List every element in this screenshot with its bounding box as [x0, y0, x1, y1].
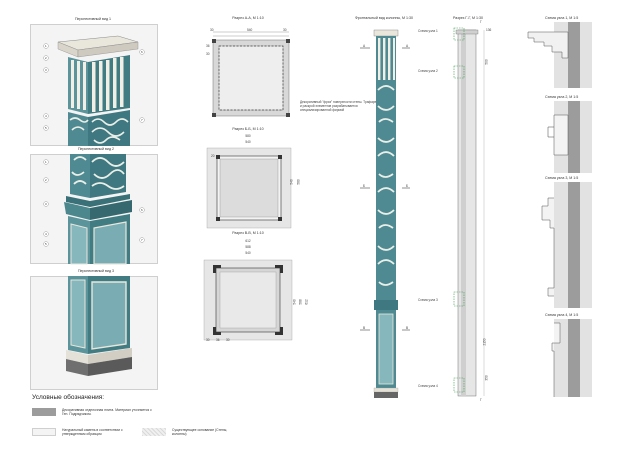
section-aa-dim-mid: 540: [247, 28, 253, 32]
side-node-1-label: Схема узла 1: [418, 29, 438, 33]
column-front-drawing: [360, 29, 410, 398]
side-view-drawing: [453, 27, 485, 397]
column-sec-a-left: А: [363, 44, 366, 48]
column-sec-v-right: В: [406, 326, 409, 330]
section-aa-dim-right: 30: [283, 28, 287, 32]
legend-swatch-slab: [32, 408, 56, 416]
section-vv-dim-bottom-1: 30: [206, 338, 210, 342]
legend-text-slab: Декоративная отделочная плита. Материал …: [62, 408, 152, 416]
persp-view-3-drawing: [66, 276, 132, 376]
callout-2: 2: [45, 56, 47, 60]
section-vv-drawing: [203, 259, 293, 341]
section-aa-note: Декоративный "фриз" поверхности стены. Т…: [300, 100, 378, 112]
section-bb-dim-top-1: 580: [245, 134, 251, 138]
side-dim-2: 500: [484, 59, 489, 65]
section-vv-dim-top-1: 612: [245, 239, 251, 243]
column-sec-v-left: В: [363, 326, 366, 330]
persp-view-1-title: Перспективный вид 1: [74, 17, 112, 21]
section-bb-title: Разрез Б-Б, М 1:10: [232, 127, 264, 131]
callout-6: 6: [141, 50, 143, 54]
section-aa-dim-side-1: 36: [206, 44, 210, 48]
side-sec-bottom: Г: [480, 398, 482, 402]
svg-text:2: 2: [45, 178, 47, 182]
svg-text:7: 7: [141, 238, 143, 242]
side-sec-top: Г: [480, 20, 482, 24]
side-dim-3: 2150: [482, 338, 487, 346]
callout-3: 3: [45, 68, 47, 72]
node-2-title: Схема узла 2, М 1:5: [545, 95, 579, 99]
side-dim-4: 350: [484, 375, 489, 381]
section-aa-title: Разрез А-А, М 1:10: [232, 16, 264, 20]
section-vv-dim-top-3: 540: [245, 251, 251, 255]
node-3-title: Схема узла 3, М 1:5: [545, 176, 579, 180]
side-view-title: Разрез Г-Г, М 1:30: [452, 16, 484, 20]
section-vv-dim-side-3: 612: [304, 299, 309, 305]
svg-text:5: 5: [45, 242, 47, 246]
svg-text:4: 4: [45, 232, 47, 236]
node-4-drawing: [551, 319, 592, 397]
legend-title: Условные обозначения:: [32, 394, 105, 401]
svg-text:6: 6: [141, 208, 143, 212]
section-bb-drawing: [206, 147, 292, 229]
section-bb-dim-top-2: 540: [245, 140, 251, 144]
section-aa-dim-left: 30: [210, 28, 214, 32]
column-sec-a-right: А: [406, 44, 409, 48]
section-aa-drawing: [212, 31, 290, 117]
section-vv-dim-bottom-2: 36: [216, 338, 220, 342]
section-bb-dim-side-3: 20: [211, 154, 215, 158]
section-vv-dim-top-2: 588: [245, 245, 251, 249]
persp-view-1-drawing: 1 2 3 4 5 6 7: [43, 35, 145, 146]
column-sec-b-right: Б: [406, 184, 409, 188]
persp-view-2-title: Перспективный вид 2: [77, 147, 115, 151]
svg-text:1: 1: [45, 160, 47, 164]
section-vv-dim-side-1: 540: [292, 299, 297, 305]
node-1-drawing: [527, 22, 592, 88]
callout-7: 7: [141, 118, 143, 122]
svg-text:3: 3: [45, 202, 47, 206]
legend-text-base: Существующее основание (Стены, колонны): [172, 428, 228, 436]
node-1-title: Схема узла 1, М 1:5: [545, 16, 579, 20]
node-2-drawing: [547, 101, 592, 173]
section-vv-title: Разрез В-В, М 1:10: [232, 231, 264, 235]
legend-text-stone: Натуральный камень в соответствии с утве…: [62, 428, 123, 436]
persp-view-3-title: Перспективный вид 3: [77, 269, 115, 273]
section-vv-dim-side-2: 588: [298, 299, 303, 305]
section-aa-dim-side-2: 30: [206, 52, 210, 56]
column-front-title: Фронтальный вид колонны, М 1:30: [354, 16, 414, 20]
column-sec-b-left: Б: [363, 184, 366, 188]
section-bb-dim-side-1: 580: [296, 179, 301, 185]
side-node-3-label: Схема узла 3: [418, 298, 438, 302]
callout-4: 4: [45, 114, 47, 118]
section-bb-dim-side-2: 540: [289, 179, 294, 185]
side-dim-1: 136: [486, 28, 492, 32]
callout-1: 1: [45, 44, 47, 48]
section-vv-dim-bottom-3: 30: [226, 338, 230, 342]
legend-swatch-base: [142, 428, 166, 436]
side-node-2-label: Схема узла 2: [418, 69, 438, 73]
node-3-drawing: [541, 182, 592, 308]
node-4-title: Схема узла 4, М 1:5: [545, 313, 579, 317]
persp-view-2-drawing: 1 2 3 4 5 6 7: [43, 154, 145, 265]
callout-5: 5: [45, 126, 47, 130]
legend-swatch-stone: [32, 428, 56, 436]
side-node-4-label: Схема узла 4: [418, 384, 438, 388]
